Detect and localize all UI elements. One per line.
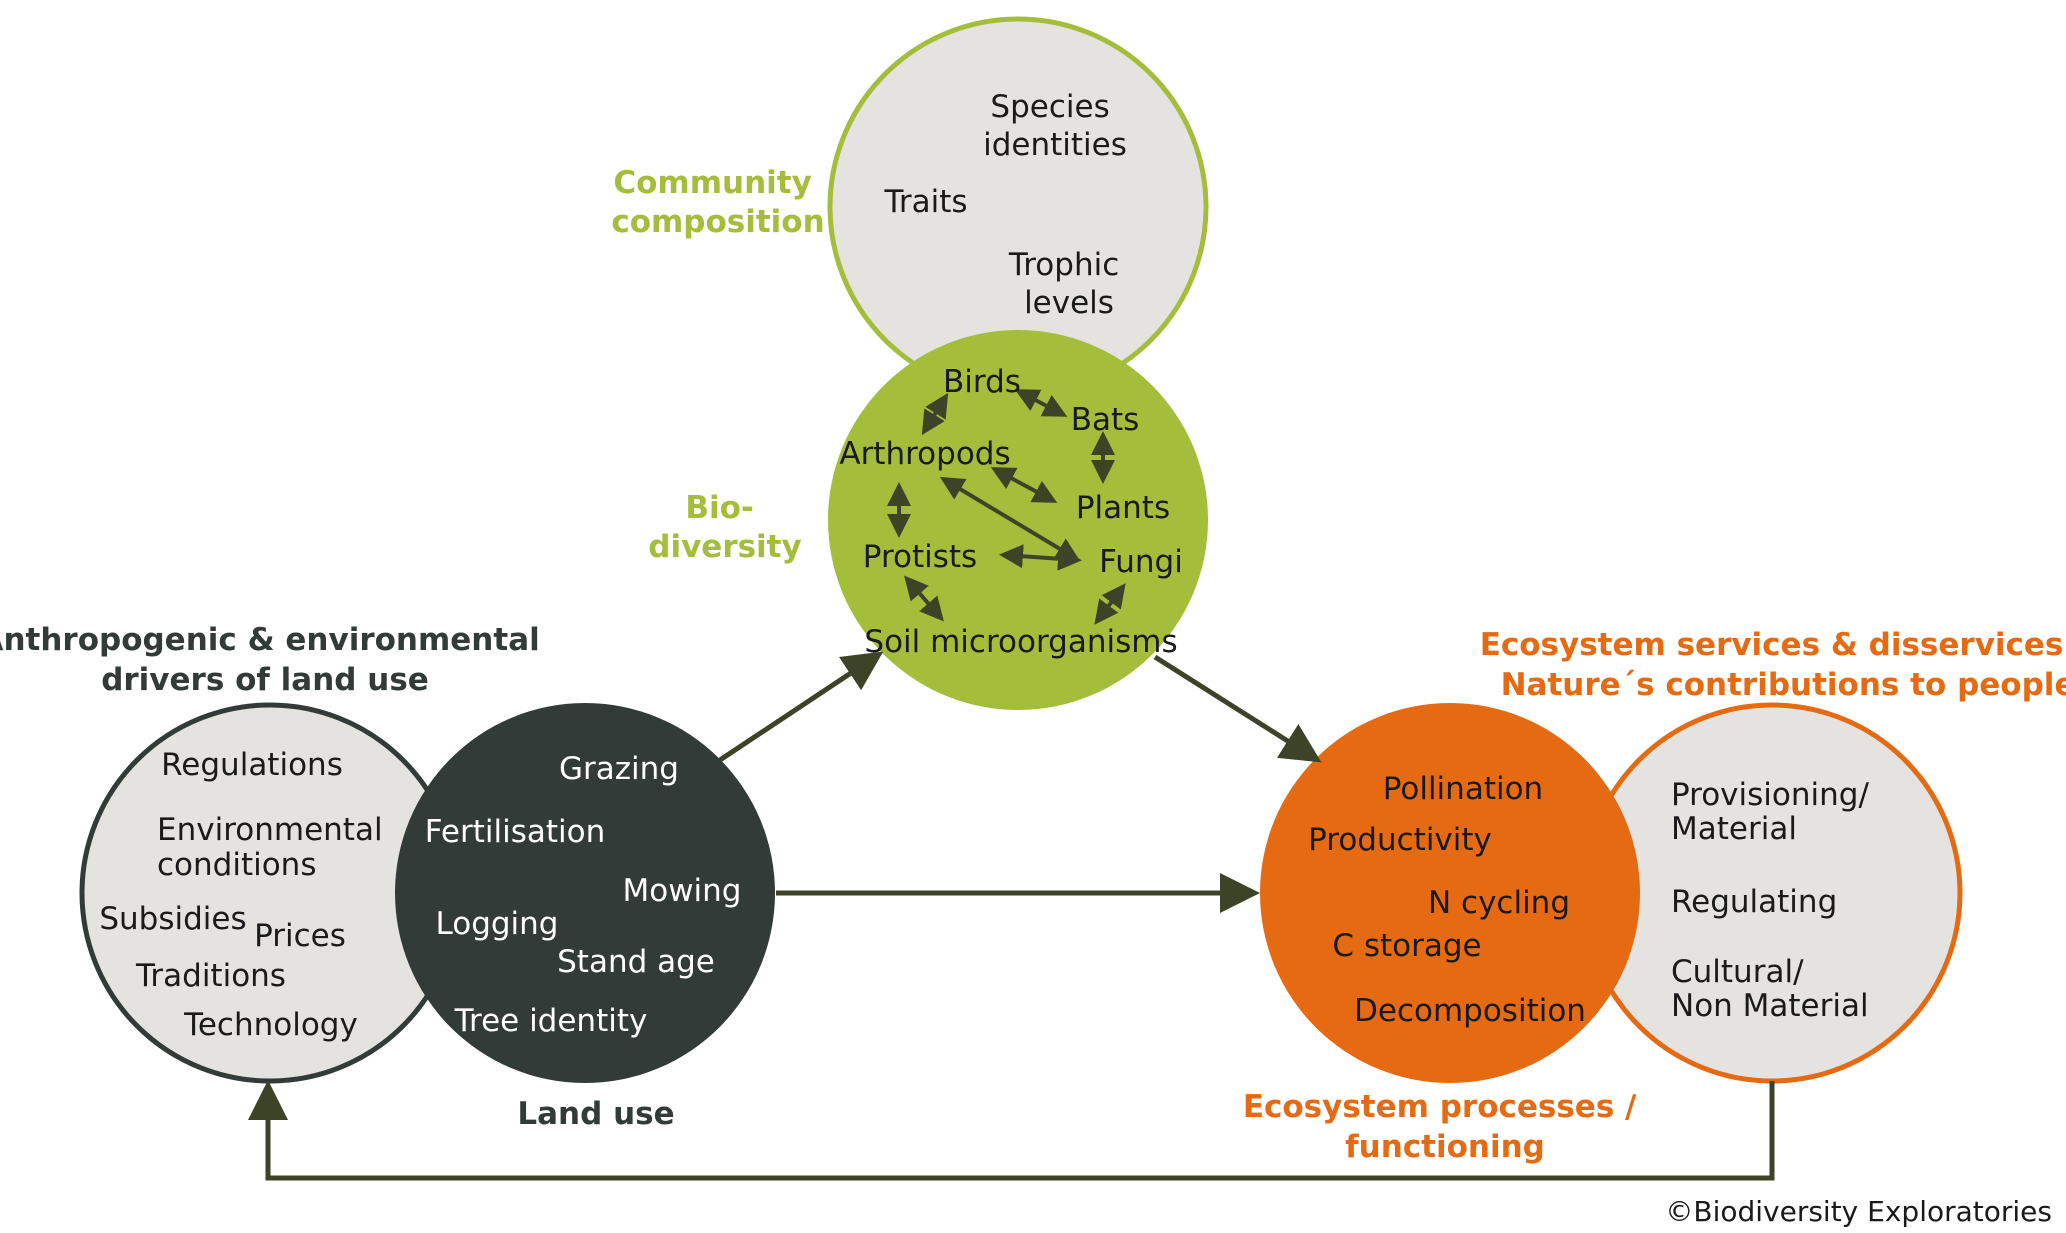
landuse-standage: Stand age — [557, 944, 715, 980]
feedback-arrow — [248, 1080, 1775, 1181]
landuse-treeidentity: Tree identity — [454, 1003, 648, 1039]
drivers-title: Anthropogenic & environmental drivers of… — [0, 622, 551, 698]
arrow-protists-soil — [904, 575, 944, 622]
community-traits: Traits — [883, 184, 967, 220]
drivers-prices: Prices — [254, 918, 346, 954]
drivers-traditions: Traditions — [135, 958, 286, 994]
biodiversity-plants: Plants — [1076, 490, 1170, 526]
landuse-title: Land use — [517, 1096, 674, 1132]
arrow-fungi-soil — [1094, 583, 1126, 625]
drivers-subsidies: Subsidies — [99, 901, 246, 937]
arrow-biodiversity-to-processes — [1153, 654, 1322, 763]
biodiversity-soil: Soil microorganisms — [864, 624, 1177, 660]
processes-ncycling: N cycling — [1428, 885, 1570, 921]
landuse-circle — [395, 703, 775, 1083]
processes-pollination: Pollination — [1383, 771, 1543, 807]
landuse-mowing: Mowing — [622, 873, 741, 909]
landuse-logging: Logging — [436, 906, 559, 942]
landuse-grazing: Grazing — [559, 751, 679, 787]
biodiversity-fungi: Fungi — [1099, 544, 1183, 580]
processes-decomposition: Decomposition — [1354, 993, 1586, 1029]
services-provisioning: Provisioning/ Material — [1671, 777, 1879, 847]
processes-productivity: Productivity — [1308, 822, 1492, 858]
community-title: Community composition — [611, 165, 824, 240]
biodiversity-birds: Birds — [943, 364, 1021, 400]
drivers-environmental: Environmental conditions — [157, 812, 392, 883]
processes-circle — [1260, 703, 1640, 1083]
copyright-text: ©Biodiversity Exploratories — [1665, 1195, 2052, 1228]
services-cultural: Cultural/ Non Material — [1671, 954, 1869, 1024]
biodiversity-bats: Bats — [1071, 402, 1140, 438]
processes-title: Ecosystem processes / functioning — [1243, 1089, 1647, 1165]
processes-cstorage: C storage — [1332, 928, 1481, 964]
community-species: Species identities — [983, 89, 1127, 163]
biodiversity-protists: Protists — [863, 539, 977, 575]
drivers-regulations: Regulations — [161, 747, 343, 783]
arrow-birds-arthropods — [921, 392, 949, 436]
services-title: Ecosystem services & disservices / Natur… — [1480, 627, 2066, 703]
biodiversity-title: Bio- diversity — [648, 490, 801, 565]
arrow-protists-fungi — [999, 544, 1082, 571]
arrow-birds-bats — [1014, 389, 1068, 417]
community-trophic: Trophic levels — [1008, 247, 1129, 321]
arrow-landuse-to-biodiversity — [718, 651, 884, 763]
drivers-technology: Technology — [183, 1007, 358, 1043]
services-regulating: Regulating — [1671, 884, 1837, 920]
landuse-fertilisation: Fertilisation — [425, 814, 605, 850]
biodiversity-arthropods: Arthropods — [839, 436, 1010, 472]
